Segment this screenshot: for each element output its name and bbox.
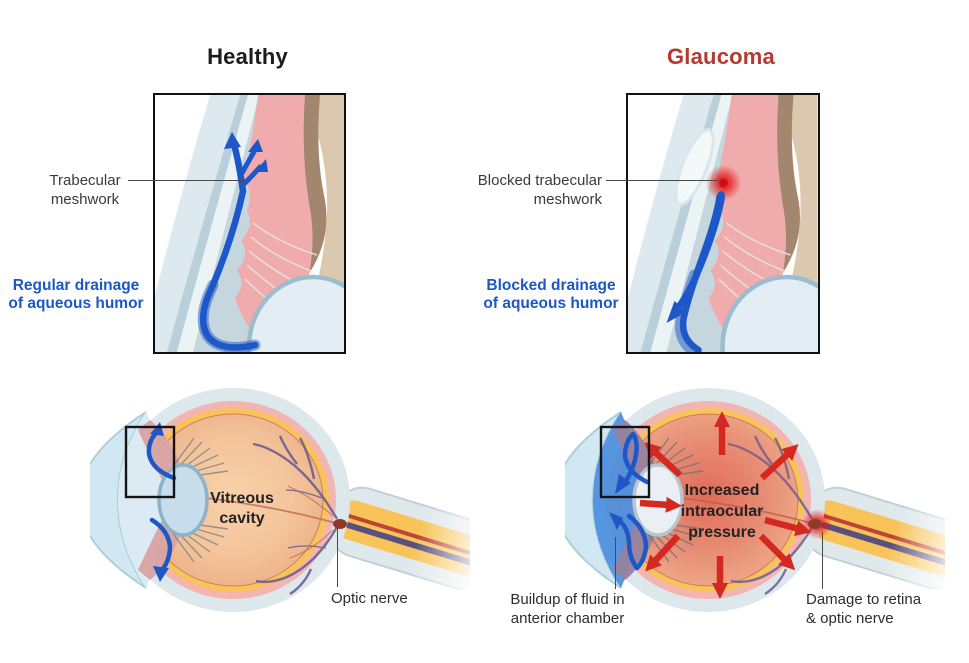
cornea-inner-layer	[650, 95, 733, 352]
optic-disc	[808, 519, 822, 529]
iris-top	[138, 420, 180, 480]
cornea-highlight	[674, 128, 715, 206]
glaucoma-eye-illustration	[565, 388, 945, 612]
optic-disc	[333, 519, 347, 529]
blockage-point	[719, 178, 728, 188]
fluid-buildup-label: Buildup of fluid in anterior chamber	[510, 591, 625, 627]
damage-label: Damage to retina & optic nerve	[806, 591, 922, 627]
increased-pressure-label: Increased intraocular pressure	[680, 482, 764, 541]
retinal-vessels	[252, 435, 339, 596]
iris-bottom	[138, 520, 180, 580]
blocked-flow-arrow	[675, 191, 725, 352]
damage-leader-line	[822, 532, 823, 589]
optic-nerve	[804, 486, 945, 608]
trabecular-leader-line	[128, 180, 246, 181]
blocked-drainage-label: Blocked drainage of aqueous humor	[483, 277, 619, 312]
regular-drainage-label: Regular drainage of aqueous humor	[8, 277, 144, 312]
optic-nerve-leader-line	[337, 527, 338, 587]
vitreous-cavity-label: Vitreous cavity	[210, 490, 274, 527]
cornea-outer-layer	[155, 95, 240, 352]
optic-nerve	[329, 486, 470, 608]
optic-nerve-label: Optic nerve	[331, 590, 408, 607]
cornea-mid-layer	[167, 95, 248, 352]
flow-arrowhead	[666, 301, 687, 323]
buildup-leader-line	[615, 537, 616, 589]
blocked-meshwork-label: Blocked trabecular meshwork	[477, 172, 602, 208]
glaucoma-angle-illustration	[628, 95, 818, 352]
lens	[720, 274, 818, 352]
lens	[157, 463, 209, 537]
aqueous-flow-arrow-top	[146, 430, 177, 481]
healthy-angle-illustration	[155, 95, 344, 352]
blocked-flow-arrow-bottom	[616, 513, 649, 571]
pressure-arrows	[639, 411, 812, 599]
healthy-title: Healthy	[207, 44, 288, 69]
retinal-vessels-red	[287, 485, 334, 559]
inset-indicator-box	[124, 425, 176, 499]
glaucoma-angle-inset	[626, 93, 820, 354]
blocked-flow-arrow-top	[622, 431, 650, 485]
trabecular-meshwork-label: Trabecular meshwork	[49, 172, 121, 208]
glaucoma-title: Glaucoma	[667, 44, 775, 69]
blocked-meshwork-leader-line	[606, 180, 718, 181]
flow-arrowhead	[224, 132, 241, 149]
healthy-eye-illustration	[90, 388, 470, 612]
inset-indicator-box	[599, 425, 651, 499]
iris-top	[613, 420, 655, 480]
healthy-angle-inset	[153, 93, 346, 354]
drainage-flow-arrow	[199, 140, 259, 351]
aqueous-flow-arrow-bottom	[149, 517, 173, 573]
